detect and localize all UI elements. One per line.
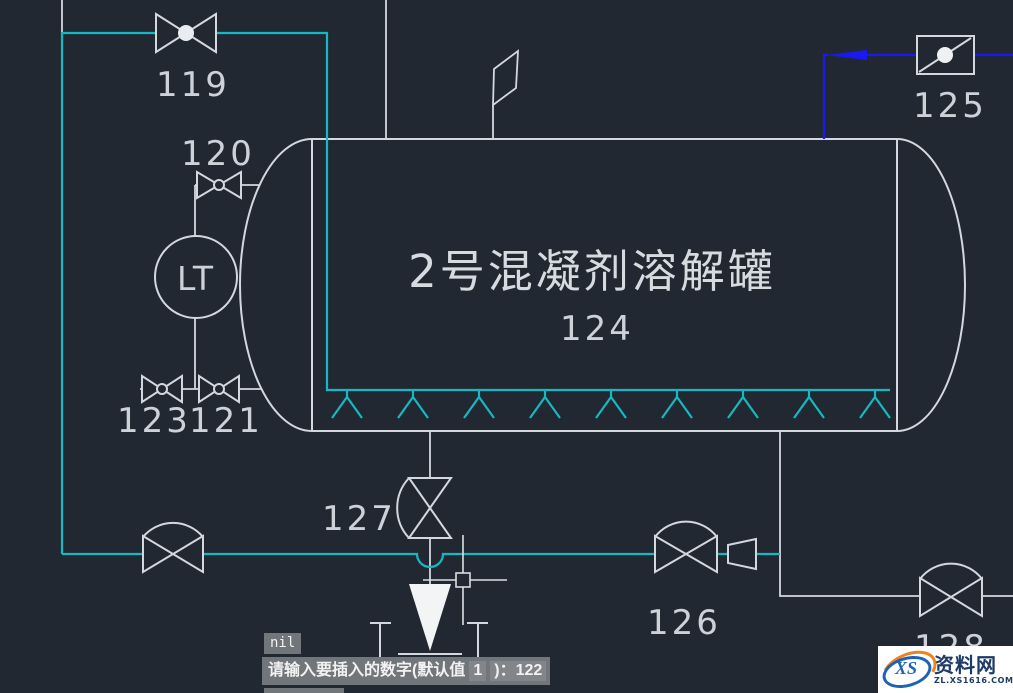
command-prompt-text: 请输入要插入的数字(默认值 [268, 662, 466, 679]
feed-pipe-cyan[interactable] [60, 31, 890, 554]
valve-126[interactable] [654, 520, 718, 574]
command-prompt-line[interactable]: 请输入要插入的数字(默认值 1 )：122 [262, 657, 551, 685]
command-input-line-clipped[interactable] [264, 688, 344, 693]
floor-drain-symbol[interactable] [370, 622, 488, 684]
tank-shell[interactable] [311, 138, 898, 432]
tank-tag-124[interactable]: 124 [560, 309, 634, 349]
tank-outlet-line[interactable] [779, 431, 1013, 597]
tank-title[interactable]: 2号混凝剂溶解罐 [408, 245, 776, 298]
valve-123[interactable] [141, 374, 183, 404]
reducer-cone[interactable] [727, 537, 757, 571]
command-default-value[interactable]: 1 [469, 661, 487, 681]
watermark-site-url: ZL.XS1616.COM [934, 676, 1013, 685]
sparger-nozzles[interactable] [331, 391, 891, 419]
command-history-line: nil [264, 633, 302, 654]
valve-119-ball[interactable] [178, 25, 194, 41]
tag-119[interactable]: 119 [156, 65, 230, 105]
valve-bottom-left[interactable] [142, 521, 204, 574]
bottom-pipe-cyan[interactable] [62, 552, 780, 569]
instrument-125-box[interactable] [916, 35, 975, 75]
vent-flag-icon[interactable] [492, 49, 520, 107]
logo-monogram: XS [894, 658, 918, 678]
tag-121[interactable]: 121 [189, 401, 263, 441]
tank-right-head[interactable] [896, 138, 966, 432]
valve-119[interactable] [155, 12, 217, 54]
valve-120[interactable] [196, 170, 242, 200]
valve-121[interactable] [198, 374, 240, 404]
tag-127[interactable]: 127 [322, 499, 396, 539]
instrument-lt-label: LT [177, 259, 215, 298]
tag-126[interactable]: 126 [647, 603, 721, 643]
tank-left-head[interactable] [239, 138, 313, 432]
crosshair-lines [423, 535, 507, 625]
valve-127[interactable] [396, 477, 453, 539]
watermark-site-name: 资料网 [934, 653, 997, 677]
command-entered-value[interactable]: )：122 [490, 661, 547, 681]
instrument-lt-bubble[interactable] [154, 235, 238, 319]
watermark-banner: XS 资料网 ZL.XS1616.COM [875, 642, 1013, 693]
crosshair-cursor [423, 535, 507, 625]
valve-121-disc[interactable] [213, 383, 225, 395]
tag-120[interactable]: 120 [181, 134, 255, 174]
valve-123-disc[interactable] [156, 383, 168, 395]
tag-125[interactable]: 125 [913, 86, 987, 126]
xs-logo: XS [875, 642, 943, 693]
valve-120-disc[interactable] [213, 179, 225, 191]
flow-arrow-icon[interactable] [826, 50, 867, 60]
instrument-125-dot[interactable] [937, 47, 953, 63]
drain-arrow-icon[interactable] [409, 584, 451, 651]
pickbox [455, 572, 471, 588]
tag-123[interactable]: 123 [117, 401, 191, 441]
valve-128[interactable] [919, 562, 983, 618]
